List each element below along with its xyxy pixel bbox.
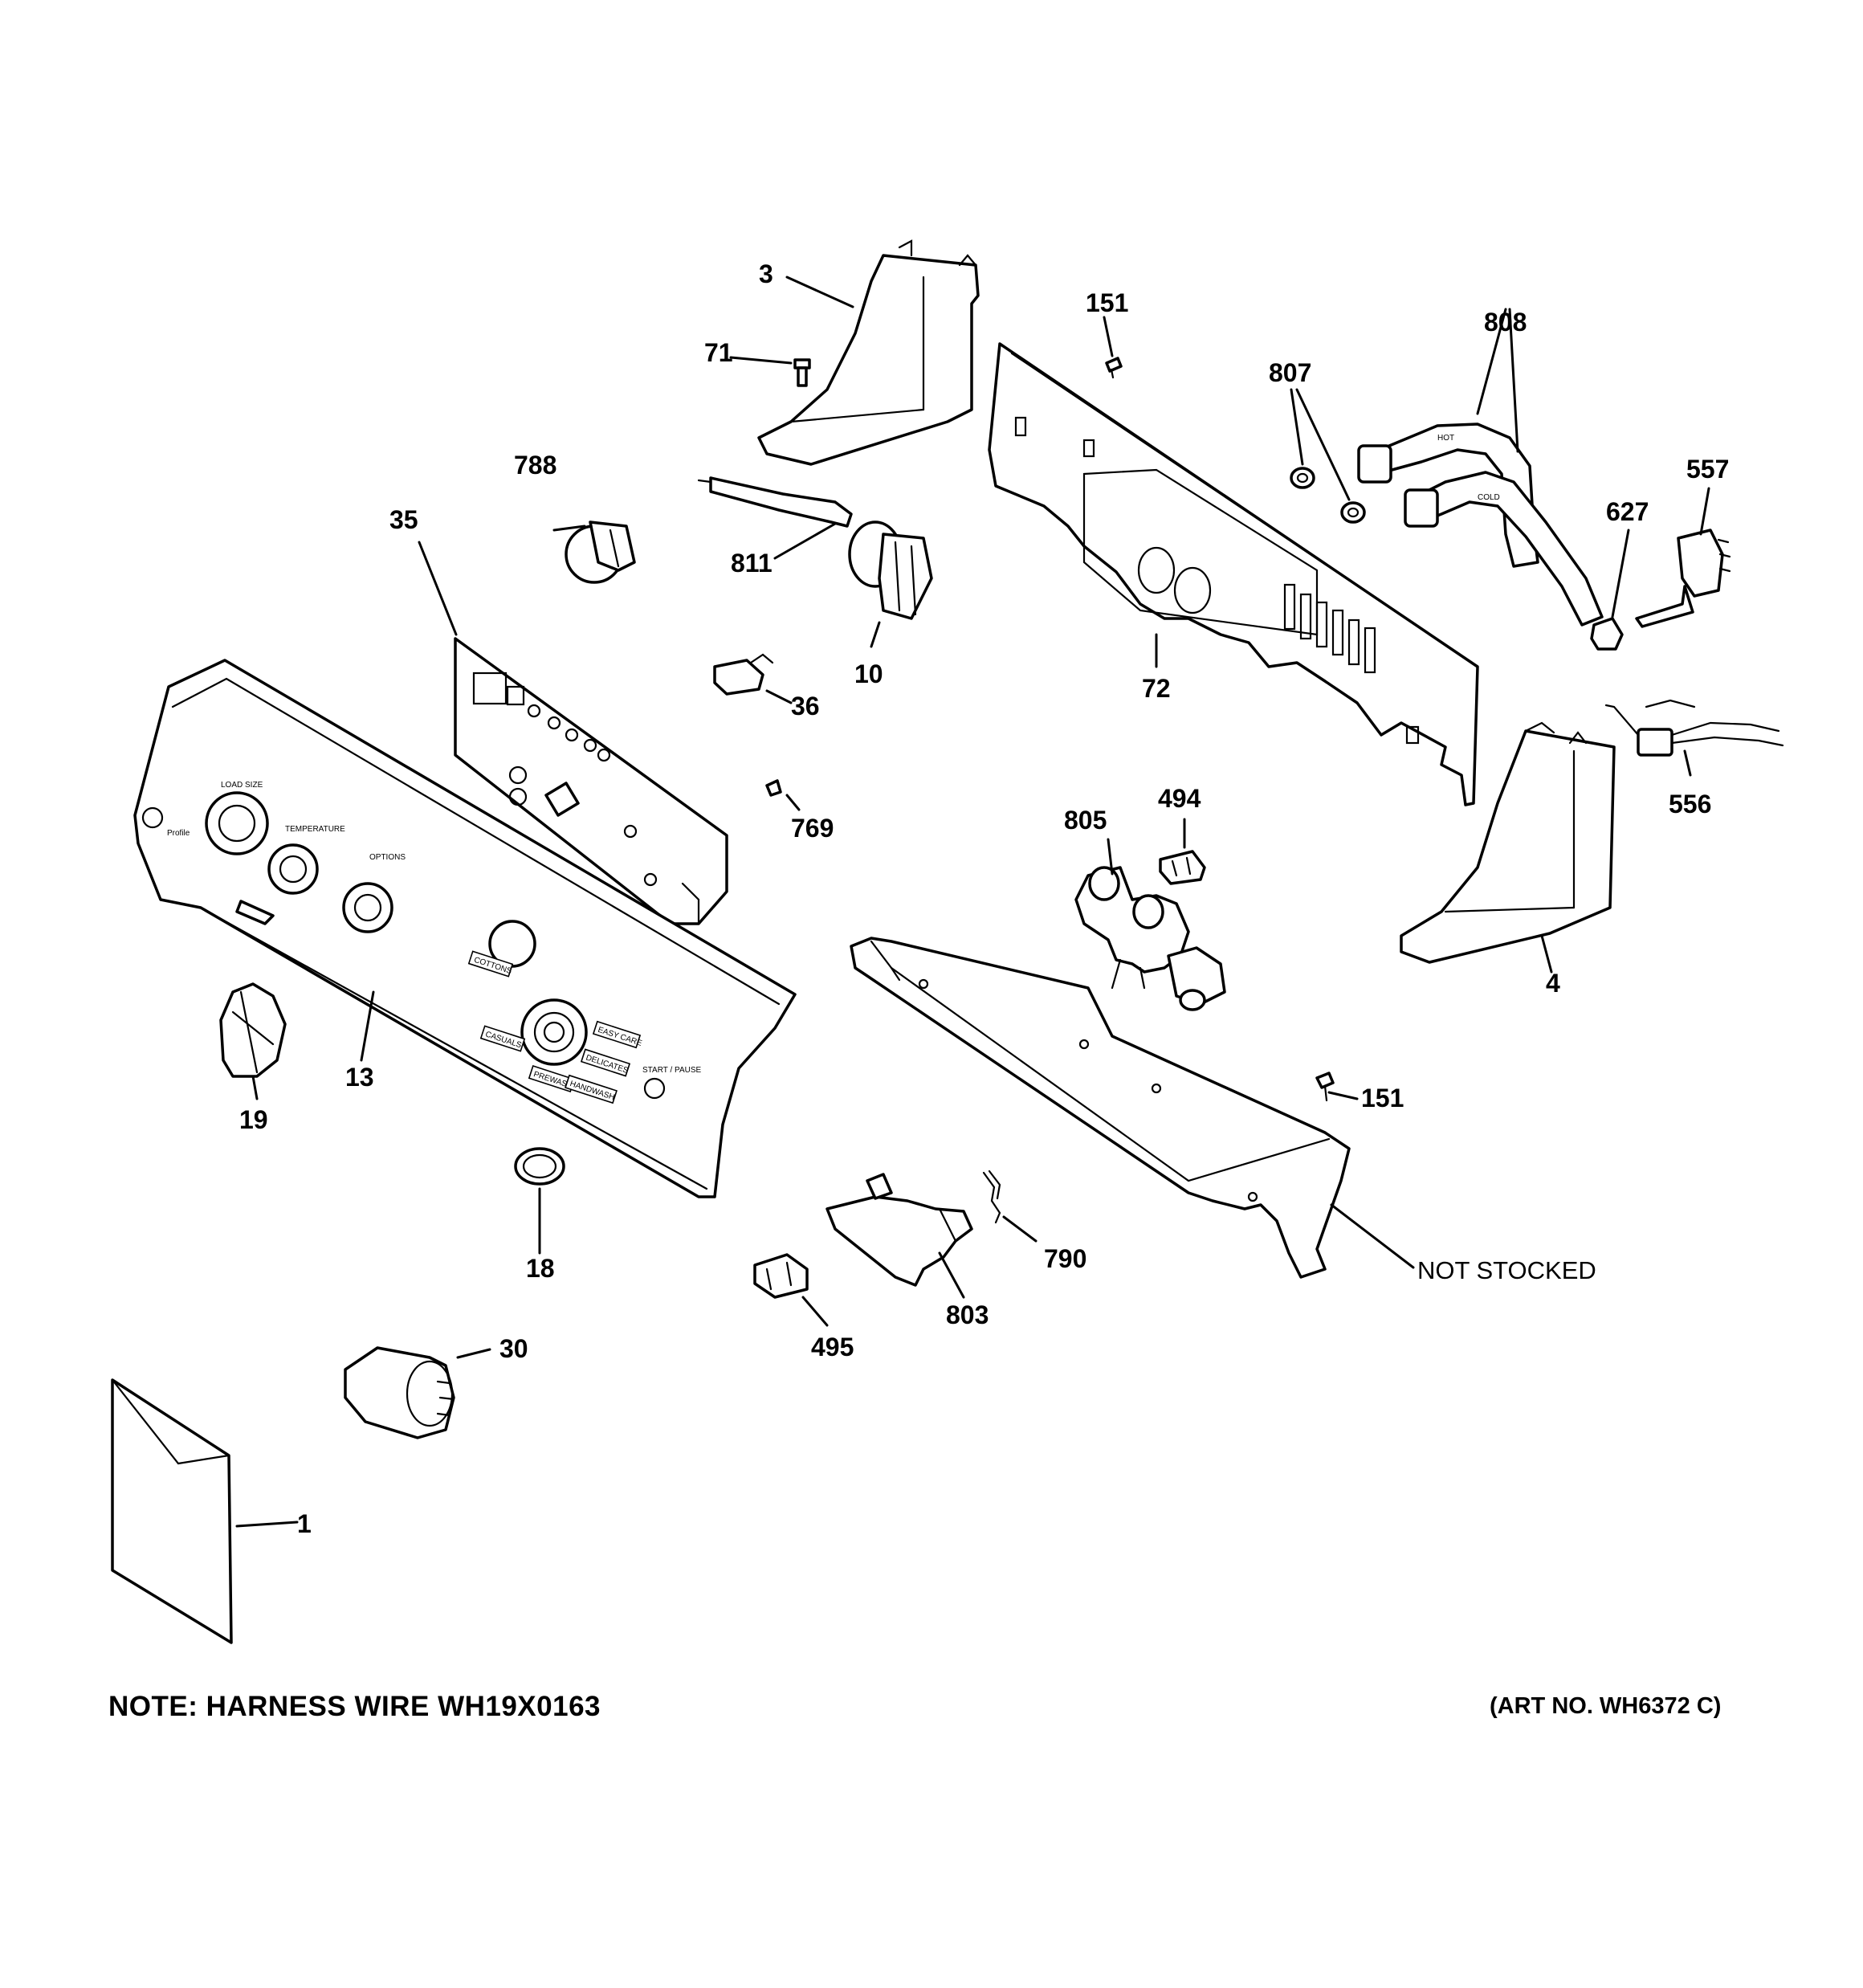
callout-805: 805 xyxy=(1064,806,1107,835)
part-36-connector xyxy=(713,653,774,696)
temperature-knob: TEMPERATURE xyxy=(267,825,345,895)
part-808-inlet-hoses: HOT COLD xyxy=(1357,423,1604,627)
part-71-screw xyxy=(793,358,811,387)
part-13-console: Profile LOAD SIZE TEMPERATURE OPTIONS xyxy=(133,659,797,1198)
cycle-selector-knob xyxy=(520,998,588,1066)
part-803-dispenser xyxy=(826,1173,973,1287)
part-788-motor xyxy=(565,520,636,584)
part-151-screw-lower xyxy=(1315,1072,1335,1102)
callout-13: 13 xyxy=(345,1063,374,1092)
part-18-button-cap xyxy=(514,1147,565,1186)
part-3-side-bracket-left xyxy=(757,239,980,466)
callout-10: 10 xyxy=(854,659,883,688)
callout-3: 3 xyxy=(759,259,773,288)
callout-808: 808 xyxy=(1484,308,1527,337)
start-pause-button: START / PAUSE xyxy=(642,1066,701,1100)
callout-72: 72 xyxy=(1142,674,1171,703)
callout-811: 811 xyxy=(731,549,773,578)
part-4-side-bracket-right xyxy=(1400,721,1616,964)
temperature-label: TEMPERATURE xyxy=(285,825,345,834)
options-knob: OPTIONS xyxy=(342,853,406,933)
callout-19: 19 xyxy=(239,1105,268,1134)
ge-logo-icon xyxy=(141,806,164,829)
callout-not-stocked: NOT STOCKED xyxy=(1417,1256,1596,1284)
callout-556: 556 xyxy=(1669,790,1711,818)
part-151-screw-top xyxy=(1105,357,1123,379)
part-811-tube xyxy=(697,476,853,528)
callout-495: 495 xyxy=(811,1333,854,1361)
console-brand-text: Profile xyxy=(167,829,190,838)
part-1-literature-envelope xyxy=(111,1378,233,1644)
callout-803: 803 xyxy=(946,1300,989,1329)
hose-hot-label: HOT xyxy=(1437,434,1454,443)
harness-wire-note: NOTE: HARNESS WIRE WH19X0163 xyxy=(108,1691,601,1722)
part-19-knob xyxy=(219,982,287,1078)
hose-cold-label: COLD xyxy=(1478,493,1500,502)
part-805-water-valve xyxy=(1074,866,1226,1011)
art-number: (ART NO. WH6372 C) xyxy=(1490,1693,1722,1719)
part-10-pressure-switch xyxy=(848,520,933,620)
callout-151-lower: 151 xyxy=(1361,1084,1404,1112)
start-pause-label: START / PAUSE xyxy=(642,1066,701,1075)
load-size-knob: LOAD SIZE xyxy=(205,781,269,855)
callout-151-top: 151 xyxy=(1086,288,1128,317)
callout-788: 788 xyxy=(514,451,556,480)
part-627-clip xyxy=(1590,617,1624,651)
part-769-screw xyxy=(765,779,782,797)
callout-labels: 3 71 151 808 807 557 627 556 4 72 35 788… xyxy=(239,259,1729,1538)
callout-18: 18 xyxy=(526,1254,555,1283)
load-size-label: LOAD SIZE xyxy=(221,781,263,790)
part-807-washers xyxy=(1290,467,1366,524)
callout-494: 494 xyxy=(1158,784,1201,813)
callout-35: 35 xyxy=(389,505,418,534)
callout-71: 71 xyxy=(704,338,733,367)
backsplash-vent-slots xyxy=(1283,583,1376,674)
callout-769: 769 xyxy=(791,814,834,843)
callout-30: 30 xyxy=(499,1334,528,1363)
part-494-connector xyxy=(1159,850,1206,885)
part-30-capacitor xyxy=(344,1346,455,1439)
part-557-harness xyxy=(1635,529,1731,628)
callout-557: 557 xyxy=(1686,455,1729,484)
leader-lines xyxy=(235,276,1710,1528)
callout-36: 36 xyxy=(791,692,820,720)
part-35-control-board xyxy=(454,637,728,925)
callout-790: 790 xyxy=(1044,1244,1086,1273)
bracket-not-stocked xyxy=(850,937,1351,1279)
part-72-backsplash xyxy=(988,342,1479,806)
part-790-clip xyxy=(982,1170,1001,1224)
callout-1: 1 xyxy=(297,1509,312,1538)
callout-4: 4 xyxy=(1546,969,1560,998)
callout-627: 627 xyxy=(1606,497,1649,526)
part-495-connector xyxy=(753,1253,809,1299)
part-556-connector xyxy=(1604,699,1784,757)
callout-807: 807 xyxy=(1269,358,1311,387)
options-label: OPTIONS xyxy=(369,853,406,862)
